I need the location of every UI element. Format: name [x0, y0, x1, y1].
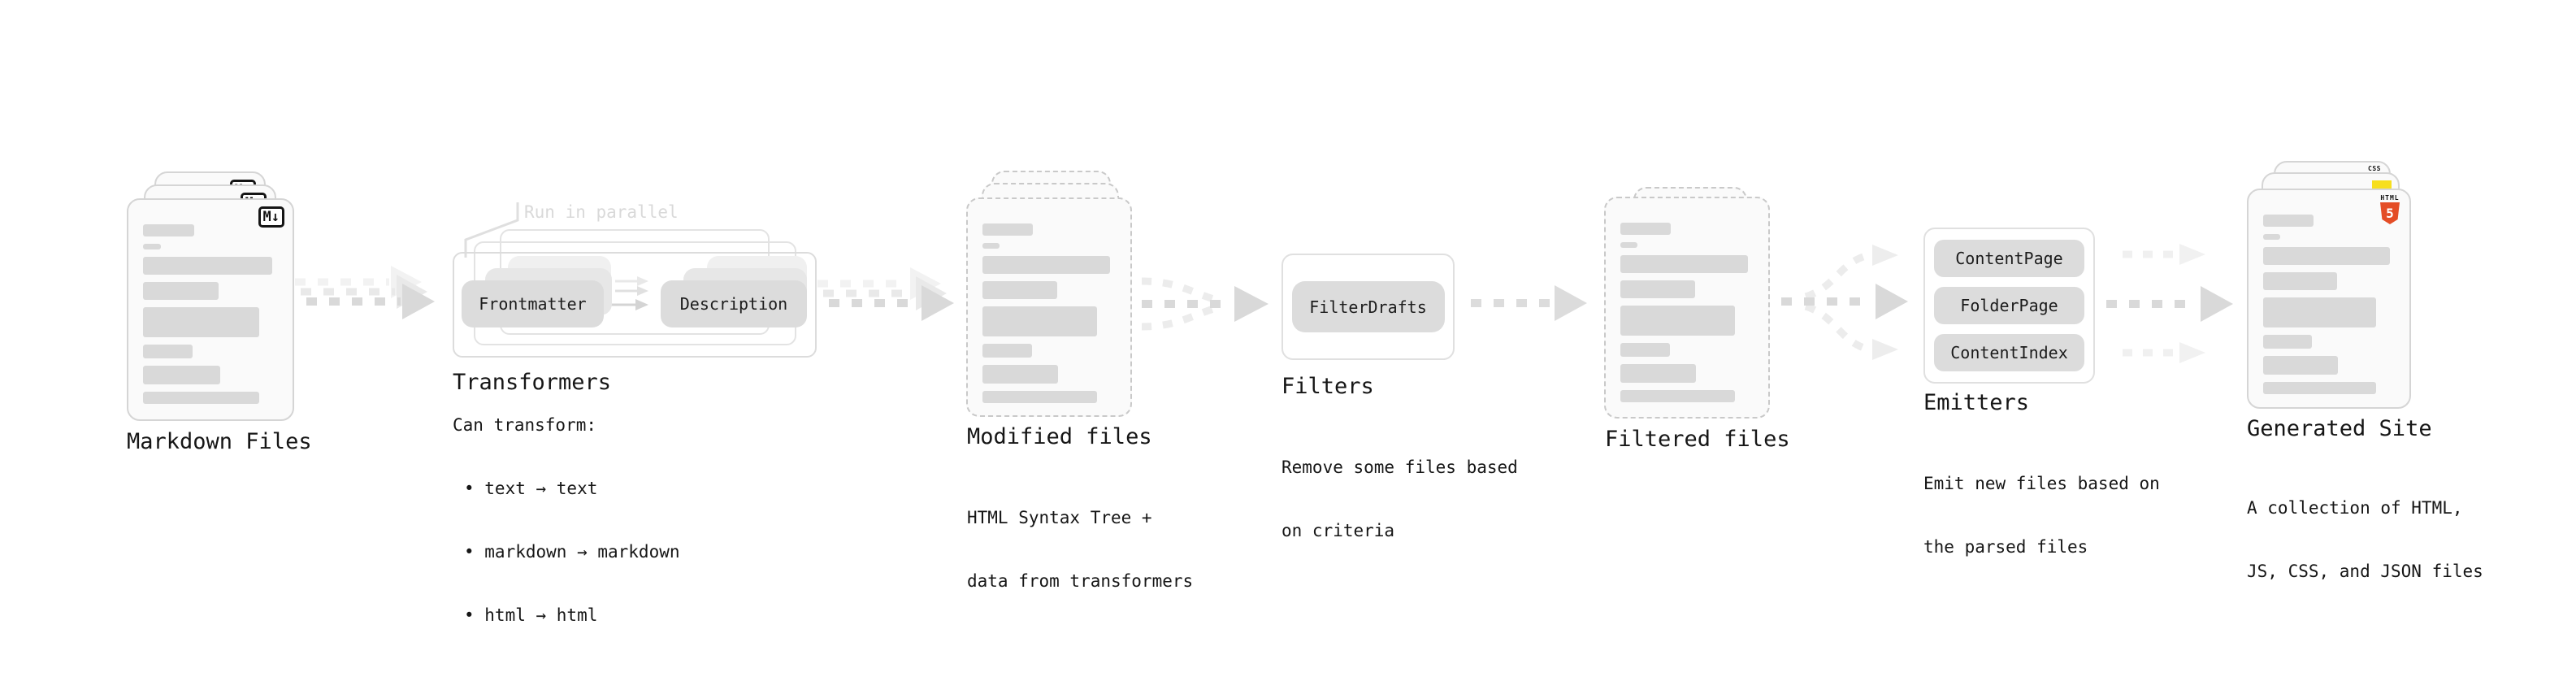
emitters-heading: Emitters: [1923, 390, 2030, 415]
text-line-bar: [982, 306, 1098, 336]
text-line-bar: [982, 391, 1098, 403]
text-line-bar: [2263, 272, 2337, 290]
text-line-bar: [1620, 242, 1638, 248]
text-line-bar: [1620, 255, 1749, 273]
caption-line: the parsed files: [1923, 537, 2088, 557]
arrow-modified-to-filters: [1141, 277, 1268, 331]
site-file-card-front: HTML 5: [2247, 189, 2411, 409]
filtered-files-label: Filtered files: [1605, 427, 1790, 452]
text-line-bar: [2263, 335, 2312, 349]
emitters-box: ContentPage FolderPage ContentIndex: [1923, 228, 2095, 384]
text-line-bar: [2263, 382, 2377, 394]
text-line-bar: [982, 344, 1032, 358]
description-pill: Description: [661, 280, 807, 327]
caption-line: on criteria: [1281, 521, 1395, 540]
text-line-bar: [1620, 343, 1670, 357]
transformers-heading: Transformers: [453, 370, 612, 395]
transformers-caption-list: • text → text • markdown → markdown • ht…: [464, 436, 680, 668]
filtered-file-card-front: [1604, 197, 1770, 419]
markdown-file-card-front: M↓: [127, 198, 294, 421]
text-line-bar: [143, 366, 220, 384]
document-content-placeholder: [143, 224, 278, 404]
text-line-bar: [2263, 297, 2377, 327]
transform-item: • markdown → markdown: [464, 542, 680, 562]
text-line-bar: [1620, 390, 1736, 402]
text-line-bar: [982, 243, 1000, 249]
caption-line: data from transformers: [967, 571, 1194, 591]
text-line-bar: [2263, 215, 2314, 227]
caption-line: Remove some files based: [1281, 458, 1518, 477]
text-line-bar: [2263, 247, 2390, 265]
text-line-bar: [2263, 234, 2281, 240]
markdown-files-label: Markdown Files: [127, 429, 312, 454]
text-line-bar: [143, 282, 219, 300]
run-in-parallel-annotation: Run in parallel: [524, 202, 679, 222]
text-line-bar: [982, 365, 1059, 384]
contentindex-pill: ContentIndex: [1934, 334, 2084, 371]
text-line-bar: [143, 345, 193, 358]
run-in-parallel-callout-line: [464, 202, 519, 258]
transform-item: • html → html: [464, 605, 598, 625]
text-line-bar: [143, 392, 259, 404]
markdown-icon: M↓: [258, 206, 284, 228]
arrow-filters-to-filtered: [1471, 285, 1587, 321]
text-line-bar: [982, 223, 1034, 236]
arrow-transformers-to-modified: [817, 267, 954, 321]
text-line-bar: [2263, 356, 2339, 375]
filters-heading: Filters: [1281, 374, 1374, 399]
caption-line: Emit new files based on: [1923, 474, 2160, 493]
caption-line: HTML Syntax Tree +: [967, 508, 1152, 527]
contentpage-pill: ContentPage: [1934, 240, 2084, 277]
text-line-bar: [982, 281, 1057, 299]
caption-line: A collection of HTML,: [2247, 498, 2463, 518]
html5-icon: HTML 5: [2380, 194, 2400, 224]
text-line-bar: [143, 257, 273, 275]
filters-box: FilterDrafts: [1281, 254, 1455, 360]
text-line-bar: [143, 224, 195, 236]
text-line-bar: [1620, 306, 1736, 336]
text-line-bar: [143, 244, 161, 249]
folderpage-pill: FolderPage: [1934, 287, 2084, 324]
transformer-box-front: [453, 252, 817, 358]
document-content-placeholder: [1620, 223, 1754, 402]
filters-caption: Remove some files based on criteria: [1281, 414, 1518, 583]
text-line-bar: [143, 307, 259, 337]
html5-icon-numeral: 5: [2386, 205, 2394, 221]
document-content-placeholder: [2263, 215, 2395, 394]
transform-item: • text → text: [464, 479, 598, 498]
text-line-bar: [1620, 223, 1672, 235]
modified-file-card-front: [966, 197, 1132, 417]
transformers-caption-title: Can transform:: [453, 415, 597, 435]
document-content-placeholder: [982, 223, 1116, 403]
css-icon-word: CSS: [2368, 165, 2381, 172]
filterdrafts-pill: FilterDrafts: [1291, 281, 1445, 332]
html5-icon-word: HTML: [2380, 194, 2400, 202]
arrow-markdown-to-transformers: [295, 266, 435, 319]
generated-site-label: Generated Site: [2247, 416, 2432, 441]
arrow-emitters-to-site: [2106, 244, 2233, 363]
modified-files-label: Modified files: [967, 424, 1152, 449]
generated-site-caption: A collection of HTML, JS, CSS, and JSON …: [2247, 455, 2483, 624]
arrow-frontmatter-to-description: [610, 276, 648, 310]
text-line-bar: [982, 256, 1111, 274]
js-icon: [2372, 180, 2392, 191]
text-line-bar: [1620, 280, 1695, 298]
caption-line: JS, CSS, and JSON files: [2247, 562, 2483, 581]
arrow-filtered-to-emitters: [1781, 245, 1908, 360]
text-line-bar: [1620, 364, 1697, 383]
modified-files-caption: HTML Syntax Tree + data from transformer…: [967, 465, 1193, 634]
emitters-caption: Emit new files based on the parsed files: [1923, 431, 2160, 600]
frontmatter-pill: Frontmatter: [462, 280, 604, 327]
